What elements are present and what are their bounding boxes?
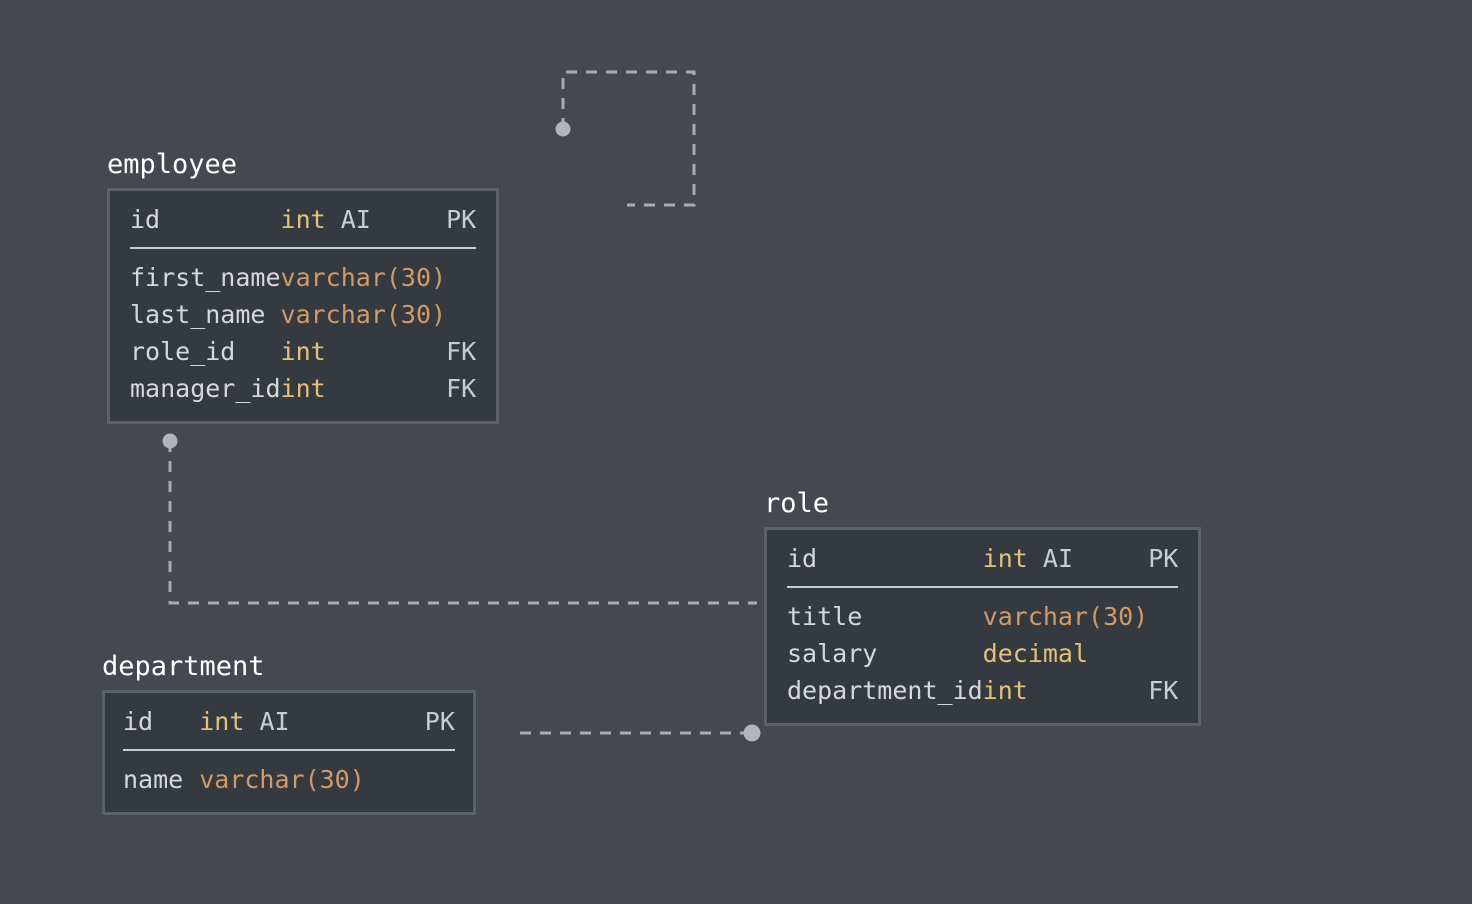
- divider-line: [787, 586, 1179, 588]
- column-key: [1148, 635, 1178, 672]
- table-row: first_name varchar(30): [130, 259, 476, 296]
- column-key: FK: [446, 337, 477, 366]
- column-modifier: AI: [1042, 544, 1073, 573]
- column-name: salary: [787, 639, 878, 668]
- entity-department[interactable]: department id int AI PK name varchar(30): [102, 650, 476, 819]
- column-type: int AI: [983, 540, 1149, 586]
- column-type-text: varchar(30): [280, 263, 447, 292]
- column-type: int AI: [281, 201, 447, 247]
- column-type: varchar(30): [983, 598, 1149, 635]
- table-row: last_name varchar(30): [130, 296, 476, 333]
- entity-role[interactable]: role id int AI PK title varchar(30) sala…: [764, 487, 1202, 730]
- column-name: id: [787, 544, 818, 573]
- column-key: PK: [446, 205, 477, 234]
- column-name: last_name: [130, 300, 266, 329]
- relationship-employee-role: [162, 433, 757, 605]
- column-type: decimal: [983, 635, 1149, 672]
- column-name: name: [123, 765, 184, 794]
- entity-title-role: role: [764, 488, 830, 519]
- column-type: int: [281, 370, 447, 407]
- column-type-text: varchar(30): [280, 300, 447, 329]
- column-name: department_id: [787, 676, 983, 705]
- header-divider: [123, 749, 455, 761]
- column-table-department: id int AI PK name varchar(30): [123, 703, 455, 798]
- divider-line: [130, 247, 477, 249]
- column-name: id: [123, 707, 154, 736]
- column-key: [446, 259, 476, 296]
- column-type-text: int: [982, 676, 1028, 705]
- column-type: int AI: [199, 703, 365, 749]
- column-key: FK: [446, 374, 477, 403]
- column-type-text: int: [280, 374, 326, 403]
- column-modifier: AI: [340, 205, 371, 234]
- relationship-department-role: [520, 724, 761, 742]
- table-row: role_id int FK: [130, 333, 476, 370]
- column-type-text: decimal: [982, 639, 1089, 668]
- column-type: varchar(30): [281, 259, 447, 296]
- column-key: [1148, 598, 1178, 635]
- column-key: FK: [1148, 676, 1179, 705]
- column-name: title: [787, 602, 863, 631]
- column-type: int: [983, 672, 1149, 709]
- entity-title-department: department: [102, 651, 265, 682]
- column-table-role: id int AI PK title varchar(30) salary de…: [787, 540, 1179, 709]
- entity-box-role: id int AI PK title varchar(30) salary de…: [764, 527, 1202, 726]
- column-key: [365, 761, 455, 798]
- column-key: [446, 296, 476, 333]
- column-type: int: [281, 333, 447, 370]
- table-row: id int AI PK: [123, 703, 455, 749]
- column-type: varchar(30): [281, 296, 447, 333]
- column-name: first_name: [130, 263, 281, 292]
- entity-box-department: id int AI PK name varchar(30): [102, 690, 476, 815]
- column-name: id: [130, 205, 161, 234]
- table-row: salary decimal: [787, 635, 1178, 672]
- column-table-employee: id int AI PK first_name varchar(30) last…: [130, 201, 477, 407]
- table-row: department_id int FK: [787, 672, 1178, 709]
- header-divider: [787, 586, 1179, 598]
- column-type-text: int: [982, 544, 1028, 573]
- column-key: PK: [424, 707, 455, 736]
- table-row: title varchar(30): [787, 598, 1178, 635]
- column-type-text: int: [280, 205, 326, 234]
- column-modifier: AI: [259, 707, 290, 736]
- column-name: role_id: [130, 337, 236, 366]
- divider-line: [123, 749, 455, 751]
- column-name: manager_id: [130, 374, 281, 403]
- column-type-text: varchar(30): [199, 765, 365, 794]
- relationship-employee-manager-self: [555, 70, 696, 207]
- table-row: id int AI PK: [130, 201, 476, 247]
- column-type-text: varchar(30): [982, 602, 1149, 631]
- table-row: name varchar(30): [123, 761, 455, 798]
- entity-title-employee: employee: [107, 149, 238, 180]
- column-type-text: int: [280, 337, 326, 366]
- column-key: PK: [1148, 544, 1179, 573]
- table-row: manager_id int FK: [130, 370, 476, 407]
- column-type-text: int: [199, 707, 245, 736]
- entity-employee[interactable]: employee id int AI PK first_name varchar…: [107, 148, 500, 428]
- entity-box-employee: id int AI PK first_name varchar(30) last…: [107, 188, 500, 424]
- column-type: varchar(30): [199, 761, 365, 798]
- header-divider: [130, 247, 477, 259]
- table-row: id int AI PK: [787, 540, 1178, 586]
